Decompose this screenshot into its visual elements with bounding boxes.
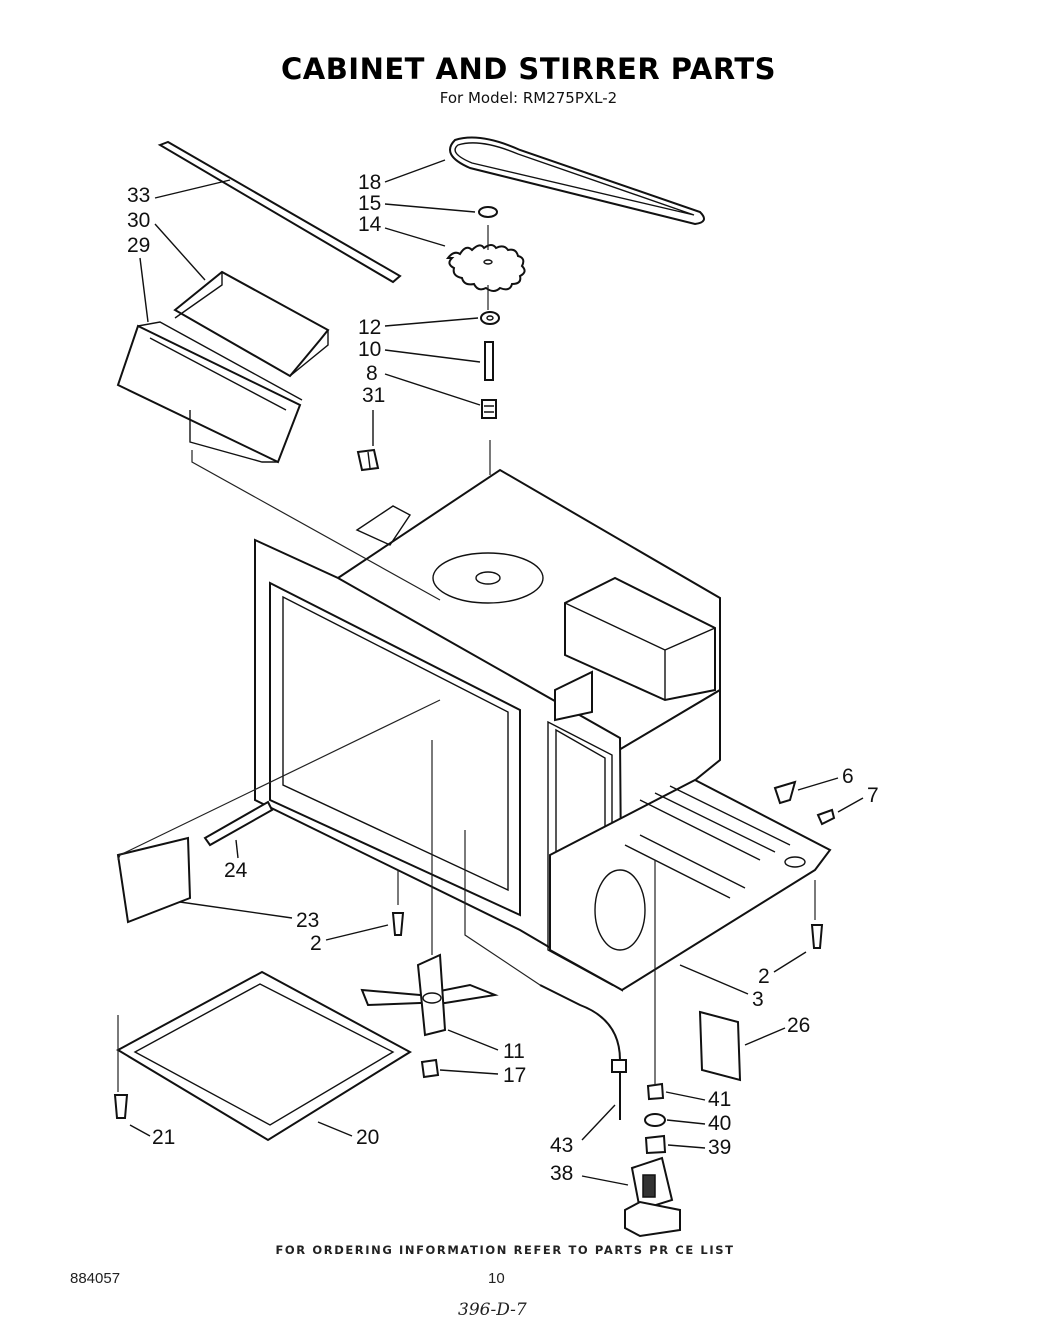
callout-39: 39 xyxy=(667,1136,731,1159)
svg-text:8: 8 xyxy=(366,362,378,385)
part-duct-29 xyxy=(116,321,303,464)
svg-text:43: 43 xyxy=(550,1134,573,1157)
part-stirrer-blade-11 xyxy=(360,953,499,1037)
callout-15: 15 xyxy=(358,192,476,215)
callout-20: 20 xyxy=(317,1121,379,1149)
part-latch-6 xyxy=(773,780,797,805)
part-panel-23 xyxy=(116,836,192,924)
callout-17: 17 xyxy=(439,1064,526,1087)
callout-33: 33 xyxy=(127,179,231,207)
callout-26: 26 xyxy=(744,1014,810,1046)
model-subtitle: For Model: RM275PXL-2 xyxy=(439,89,618,107)
callout-11: 11 xyxy=(447,1029,525,1063)
callout-38: 38 xyxy=(550,1162,629,1186)
callout-2-right: 2 xyxy=(758,951,807,988)
callout-24: 24 xyxy=(224,839,248,882)
part-screw-2-left xyxy=(391,912,405,936)
part-screw-7 xyxy=(816,808,836,826)
callout-7: 7 xyxy=(837,784,879,813)
explosion-lines xyxy=(117,225,816,1092)
part-strip-33 xyxy=(157,140,402,284)
svg-text:2: 2 xyxy=(758,965,770,988)
part-motor-38 xyxy=(624,1156,681,1238)
svg-text:10: 10 xyxy=(358,338,381,361)
callout-10: 10 xyxy=(358,338,481,363)
part-nut-39 xyxy=(644,1134,667,1155)
callout-40: 40 xyxy=(666,1112,731,1135)
callout-14: 14 xyxy=(358,213,446,247)
part-screw-2-right xyxy=(810,924,824,949)
part-nut-17 xyxy=(420,1058,440,1079)
svg-text:31: 31 xyxy=(362,384,385,407)
svg-text:23: 23 xyxy=(296,909,319,932)
callout-31: 31 xyxy=(362,384,385,446)
svg-text:7: 7 xyxy=(867,784,879,807)
part-belt-18 xyxy=(449,136,705,226)
handwritten-note: 396-D-7 xyxy=(458,1300,527,1320)
ordering-note: FOR ORDERING INFORMATION REFER TO PARTS … xyxy=(275,1243,735,1257)
part-nut-41 xyxy=(646,1082,665,1101)
svg-text:18: 18 xyxy=(358,171,381,194)
part-screw-21 xyxy=(113,1094,129,1119)
callout-6: 6 xyxy=(797,765,854,791)
part-cover-30 xyxy=(173,270,330,378)
callout-30: 30 xyxy=(127,209,206,281)
part-tray-20 xyxy=(115,970,412,1142)
svg-text:20: 20 xyxy=(356,1126,379,1149)
callout-18: 18 xyxy=(358,159,446,194)
svg-text:33: 33 xyxy=(127,184,150,207)
svg-text:41: 41 xyxy=(708,1088,731,1111)
svg-text:24: 24 xyxy=(224,859,248,882)
svg-text:15: 15 xyxy=(358,192,381,215)
callout-3: 3 xyxy=(679,964,764,1011)
svg-text:40: 40 xyxy=(708,1112,731,1135)
callout-41: 41 xyxy=(665,1088,731,1111)
callout-8: 8 xyxy=(366,362,481,406)
callout-2-left: 2 xyxy=(310,924,389,955)
part-probe-43 xyxy=(539,984,627,1120)
callout-29: 29 xyxy=(127,234,150,323)
svg-text:17: 17 xyxy=(503,1064,526,1087)
svg-text:6: 6 xyxy=(842,765,854,788)
part-washer-40 xyxy=(644,1113,666,1127)
page-number: 10 xyxy=(488,1270,505,1287)
callout-12: 12 xyxy=(358,316,479,339)
svg-text:26: 26 xyxy=(787,1014,810,1037)
callout-21: 21 xyxy=(129,1124,175,1149)
part-shaft-10 xyxy=(484,341,494,381)
part-clip-31 xyxy=(356,448,380,472)
svg-text:30: 30 xyxy=(127,209,150,232)
svg-text:14: 14 xyxy=(358,213,382,236)
part-cover-26 xyxy=(698,1010,742,1082)
svg-text:2: 2 xyxy=(310,932,322,955)
svg-text:21: 21 xyxy=(152,1126,175,1149)
svg-text:11: 11 xyxy=(503,1040,525,1063)
callout-43: 43 xyxy=(550,1104,616,1157)
part-bushing-8 xyxy=(481,399,497,419)
callout-23: 23 xyxy=(179,901,319,932)
part-washer-15 xyxy=(478,206,498,218)
svg-text:12: 12 xyxy=(358,316,381,339)
cabinet-body xyxy=(254,468,832,992)
part-bracket-24 xyxy=(203,800,274,847)
document-number: 884057 xyxy=(70,1270,121,1287)
svg-text:29: 29 xyxy=(127,234,150,257)
svg-text:3: 3 xyxy=(752,988,764,1011)
svg-text:38: 38 xyxy=(550,1162,573,1185)
page-title: CABINET AND STIRRER PARTS xyxy=(280,52,777,86)
part-stirrer-gear-14 xyxy=(445,244,526,292)
part-washer-12 xyxy=(480,311,500,325)
svg-text:39: 39 xyxy=(708,1136,731,1159)
